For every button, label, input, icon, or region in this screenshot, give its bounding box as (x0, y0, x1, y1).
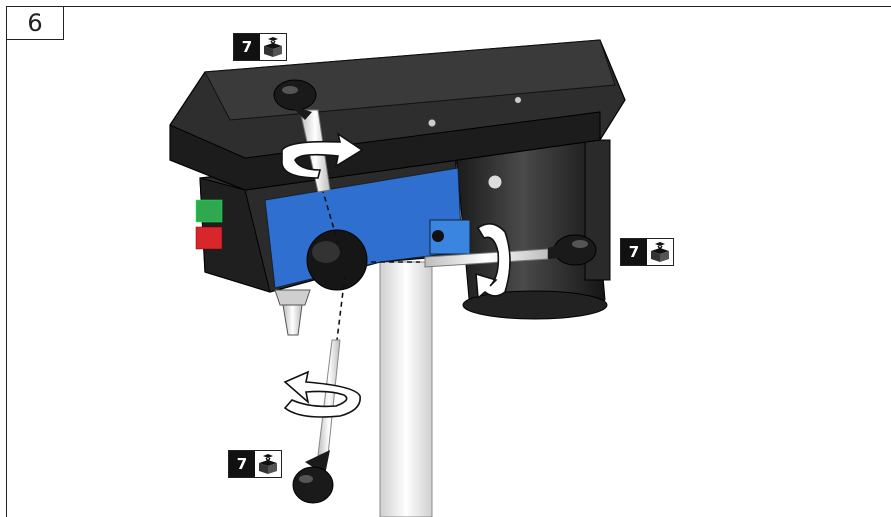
step-number: 6 (27, 9, 43, 37)
callout-number: 7 (229, 451, 255, 477)
callout-number: 7 (234, 34, 260, 60)
right-feed-handle (424, 234, 597, 268)
parts-box-icon (255, 451, 281, 477)
column (379, 261, 433, 517)
parts-box-icon (647, 239, 673, 265)
step-number-box: 6 (6, 6, 64, 40)
rotation-arrows (281, 132, 511, 418)
feed-hub (306, 229, 368, 291)
assembly-lines (321, 187, 420, 341)
callout-badge-top: 7 (233, 33, 287, 61)
stop-switch (195, 226, 223, 250)
bottom-feed-handle (292, 339, 341, 504)
frame-border-top (64, 6, 891, 7)
parts-box-icon (260, 34, 286, 60)
callout-badge-bottom: 7 (228, 450, 282, 478)
frame-border-left (6, 40, 7, 517)
motor (454, 124, 611, 320)
callout-number: 7 (621, 239, 647, 265)
start-switch (195, 199, 223, 223)
callout-badge-right: 7 (620, 238, 674, 266)
